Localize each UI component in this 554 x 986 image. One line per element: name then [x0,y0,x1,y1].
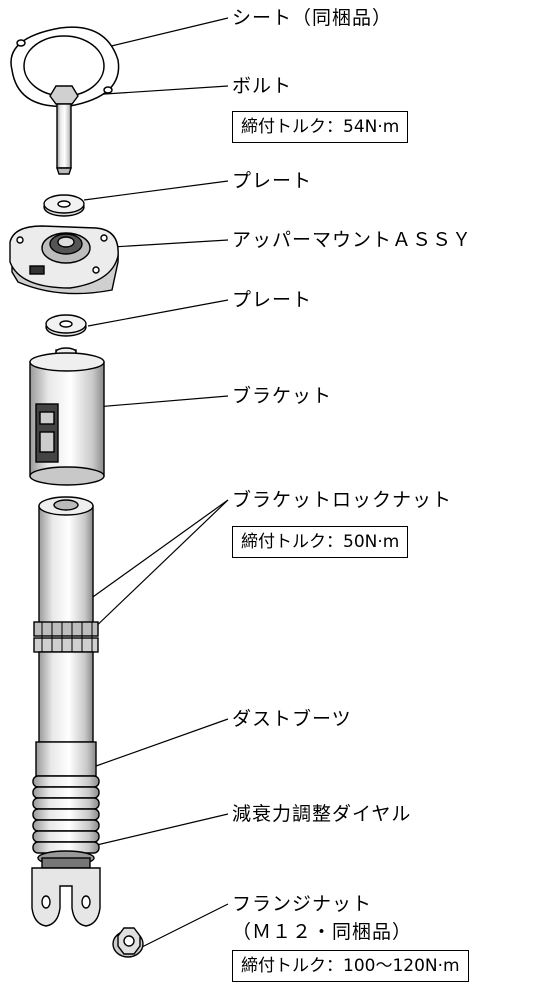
bolt-label: ボルト [232,75,293,97]
plate-lower-label: プレート [232,289,313,311]
bracket-lock-nut-torque-box: 締付トルク：50N·m [232,526,409,558]
flange-nut-note: （Ｍ１２・同梱品） [232,921,413,943]
seat-gasket [10,26,120,108]
bolt-torque-box: 締付トルク：54N·m [232,111,409,143]
plate-upper-label: プレート [232,170,313,192]
damper-body [31,496,101,927]
upper-mount-assy [9,225,119,295]
flange-nut-label: フランジナット [232,893,373,915]
flange-nut [112,927,144,958]
flange-nut-torque-box: 締付トルク：100〜120N·m [232,950,469,982]
damping-dial-label: 減衰力調整ダイヤル [232,803,412,825]
plate-upper [43,194,85,217]
bracket-label: ブラケット [232,385,333,407]
seat-label: シート（同梱品） [232,7,393,29]
bracket-lock-nut-label: ブラケットロックナット [232,489,453,511]
bolt [49,85,79,175]
plate-lower [45,314,87,337]
dust-boot-label: ダストブーツ [232,708,352,730]
upper-mount-label: アッパーマウントＡＳＳＹ [232,229,473,251]
bracket [29,347,105,486]
